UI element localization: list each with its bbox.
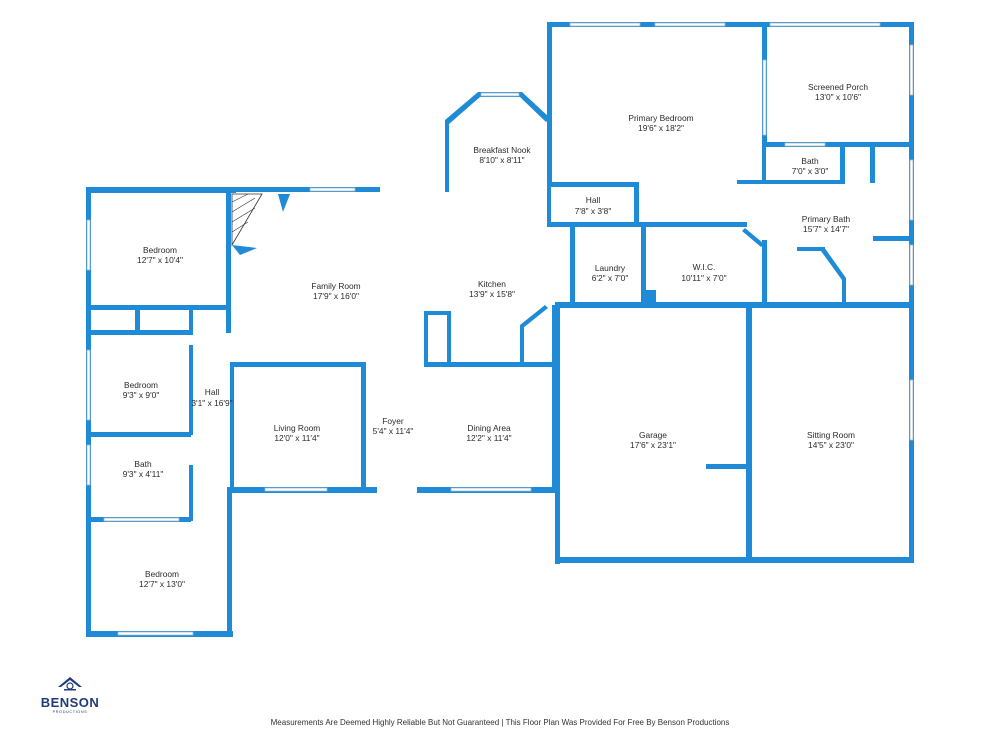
room-hall-left-dims: 3'1" x 16'9" (191, 398, 232, 408)
room-wic-dims: 10'11" x 7'0" (681, 273, 726, 283)
room-breakfast-nook-name: Breakfast Nook (473, 145, 531, 155)
room-primary-bath-name: Primary Bath (802, 214, 851, 224)
room-bath-primary-name: Bath (801, 156, 819, 166)
benson-logo: BENSON PRODUCTIONS (41, 677, 100, 714)
room-sitting-room-dims: 14'5" x 23'0" (808, 440, 854, 450)
windows (86, 22, 914, 636)
room-primary-bath-dims: 15'7" x 14'7" (803, 224, 849, 234)
room-dining-area-dims: 12'2" x 11'4" (466, 433, 511, 443)
room-bath-left-dims: 9'3" x 4'11" (123, 469, 164, 479)
logo-tagline: PRODUCTIONS (53, 710, 88, 714)
room-bedroom-1-name: Bedroom (143, 245, 177, 255)
room-laundry-dims: 6'2" x 7'0" (592, 273, 629, 283)
room-bedroom-3-dims: 12'7" x 13'0" (139, 579, 185, 589)
room-foyer-dims: 5'4" x 11'4" (373, 426, 414, 436)
room-hall-upper-dims: 7'8" x 3'8" (575, 206, 612, 216)
room-bedroom-2-name: Bedroom (124, 380, 158, 390)
room-wic-name: W.I.C. (693, 262, 716, 272)
room-breakfast-nook-dims: 8'10" x 8'11" (479, 155, 524, 165)
room-laundry-name: Laundry (595, 263, 626, 273)
room-family-room-name: Family Room (311, 281, 360, 291)
room-living-room-dims: 12'0" x 11'4" (274, 433, 319, 443)
room-hall-upper-name: Hall (586, 195, 601, 205)
room-bedroom-1-dims: 12'7" x 10'4" (137, 255, 183, 265)
room-bath-primary-dims: 7'0" x 3'0" (792, 166, 829, 176)
room-living-room-name: Living Room (274, 423, 321, 433)
room-bedroom-3-name: Bedroom (145, 569, 179, 579)
room-family-room-dims: 17'9" x 16'0" (313, 291, 359, 301)
room-bath-left-name: Bath (134, 459, 152, 469)
walls (86, 22, 914, 637)
fireplace-icon (231, 193, 290, 255)
room-bedroom-2-dims: 9'3" x 9'0" (123, 390, 160, 400)
room-foyer-name: Foyer (382, 416, 404, 426)
room-screened-porch-dims: 13'0" x 10'6" (815, 92, 861, 102)
footer-disclaimer: Measurements Are Deemed Highly Reliable … (270, 718, 730, 727)
room-hall-left-name: Hall (205, 387, 220, 397)
room-kitchen-name: Kitchen (478, 279, 506, 289)
room-dining-area-name: Dining Area (467, 423, 511, 433)
room-primary-bedroom-dims: 19'6" x 18'2" (638, 123, 684, 133)
house-icon (58, 677, 82, 691)
room-garage-dims: 17'6" x 23'1" (630, 440, 676, 450)
room-screened-porch-name: Screened Porch (808, 82, 868, 92)
room-sitting-room-name: Sitting Room (807, 430, 855, 440)
room-kitchen-dims: 13'9" x 15'8" (469, 289, 515, 299)
room-labels: Screened Porch 13'0" x 10'6" Primary Bed… (123, 82, 869, 589)
room-primary-bedroom-name: Primary Bedroom (628, 113, 693, 123)
room-garage-name: Garage (639, 430, 667, 440)
logo-name: BENSON (41, 695, 100, 710)
